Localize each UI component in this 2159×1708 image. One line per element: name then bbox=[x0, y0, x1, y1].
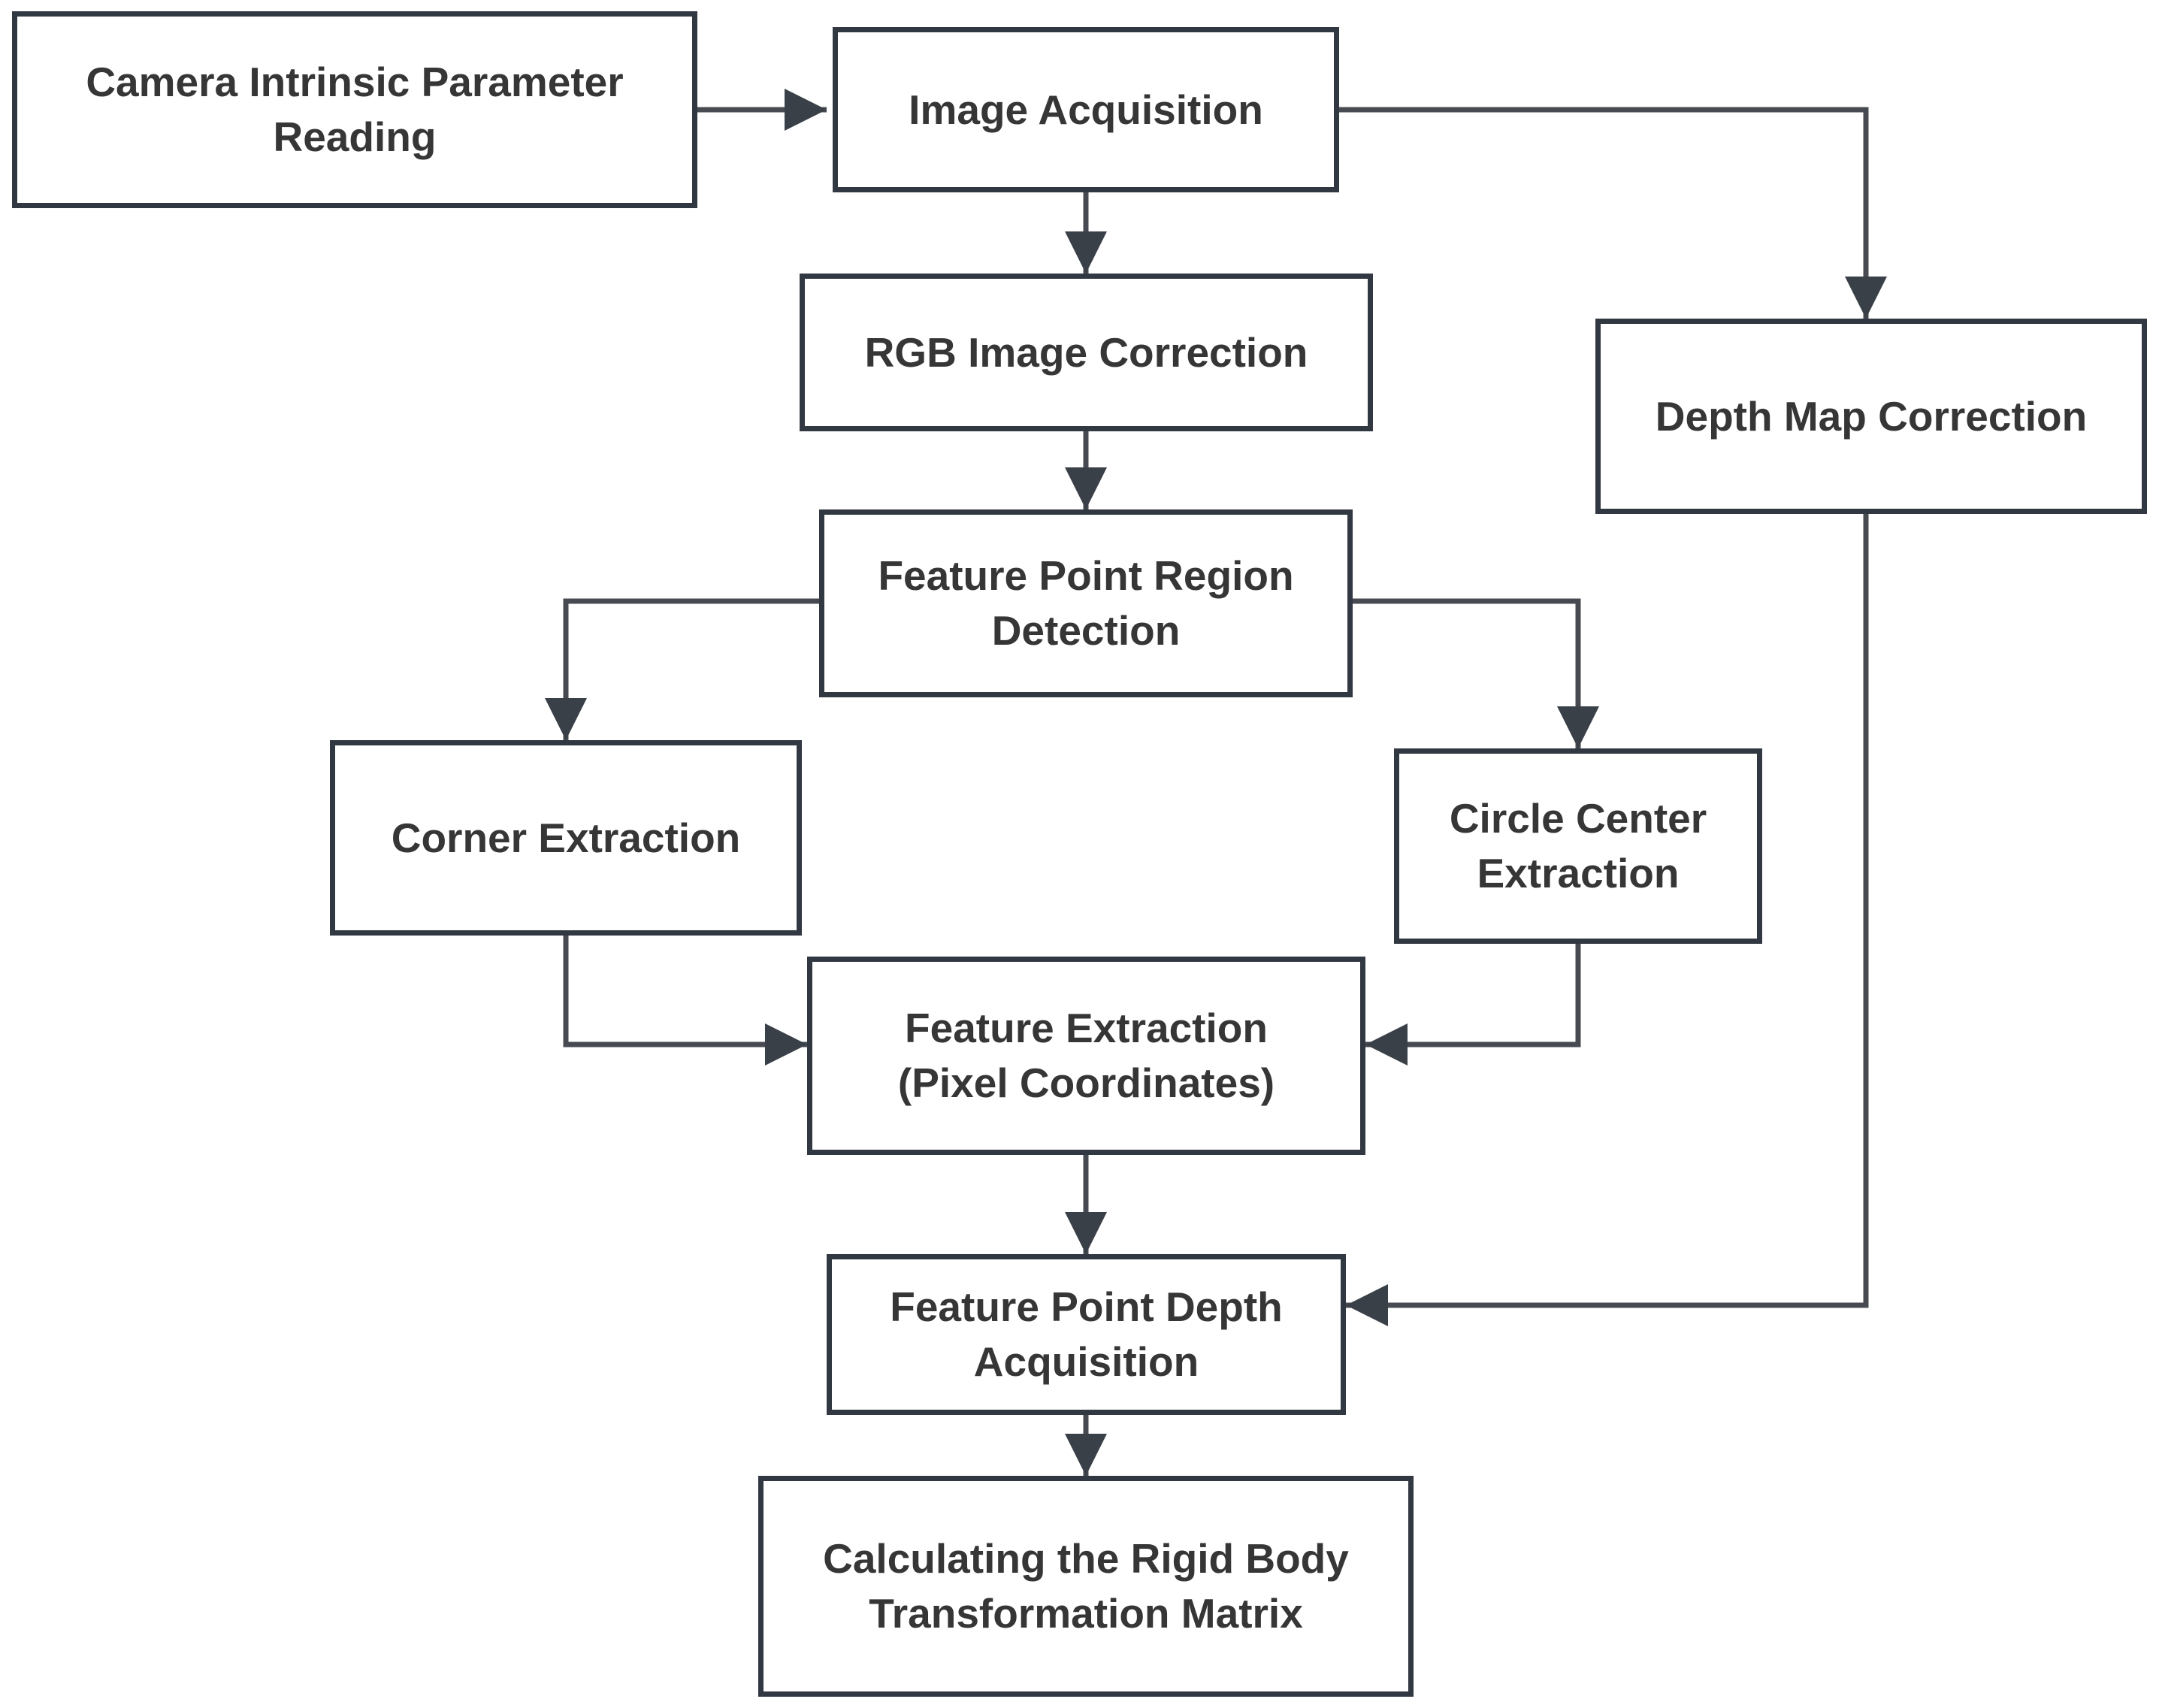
node-feature-point-depth-acquisition: Feature Point Depth Acquisition bbox=[827, 1254, 1346, 1415]
node-depth-map-correction: Depth Map Correction bbox=[1595, 319, 2147, 514]
node-camera-intrinsic-parameter-reading: Camera Intrinsic Parameter Reading bbox=[12, 11, 697, 208]
node-feature-extraction-pixel-coordinates: Feature Extraction (Pixel Coordinates) bbox=[807, 957, 1365, 1155]
connector-circle-center-extraction-to-feature-extraction bbox=[1365, 944, 1581, 1066]
connector-region-detection-to-circle-center-extraction bbox=[1353, 598, 1599, 748]
node-image-acquisition: Image Acquisition bbox=[833, 27, 1339, 192]
node-corner-extraction: Corner Extraction bbox=[330, 740, 802, 936]
node-feature-point-region-detection: Feature Point Region Detection bbox=[819, 509, 1353, 697]
connector-depth-map-correction-to-depth-acquisition bbox=[1346, 514, 1869, 1326]
node-calculating-rigid-body-transformation-matrix: Calculating the Rigid Body Transformatio… bbox=[758, 1476, 1414, 1697]
node-rgb-image-correction: RGB Image Correction bbox=[800, 274, 1373, 431]
node-circle-center-extraction: Circle Center Extraction bbox=[1394, 748, 1762, 944]
connector-image-acquisition-to-depth-map-correction bbox=[1339, 107, 1887, 319]
connector-region-detection-to-corner-extraction bbox=[545, 598, 819, 740]
connector-corner-extraction-to-feature-extraction bbox=[563, 936, 807, 1066]
